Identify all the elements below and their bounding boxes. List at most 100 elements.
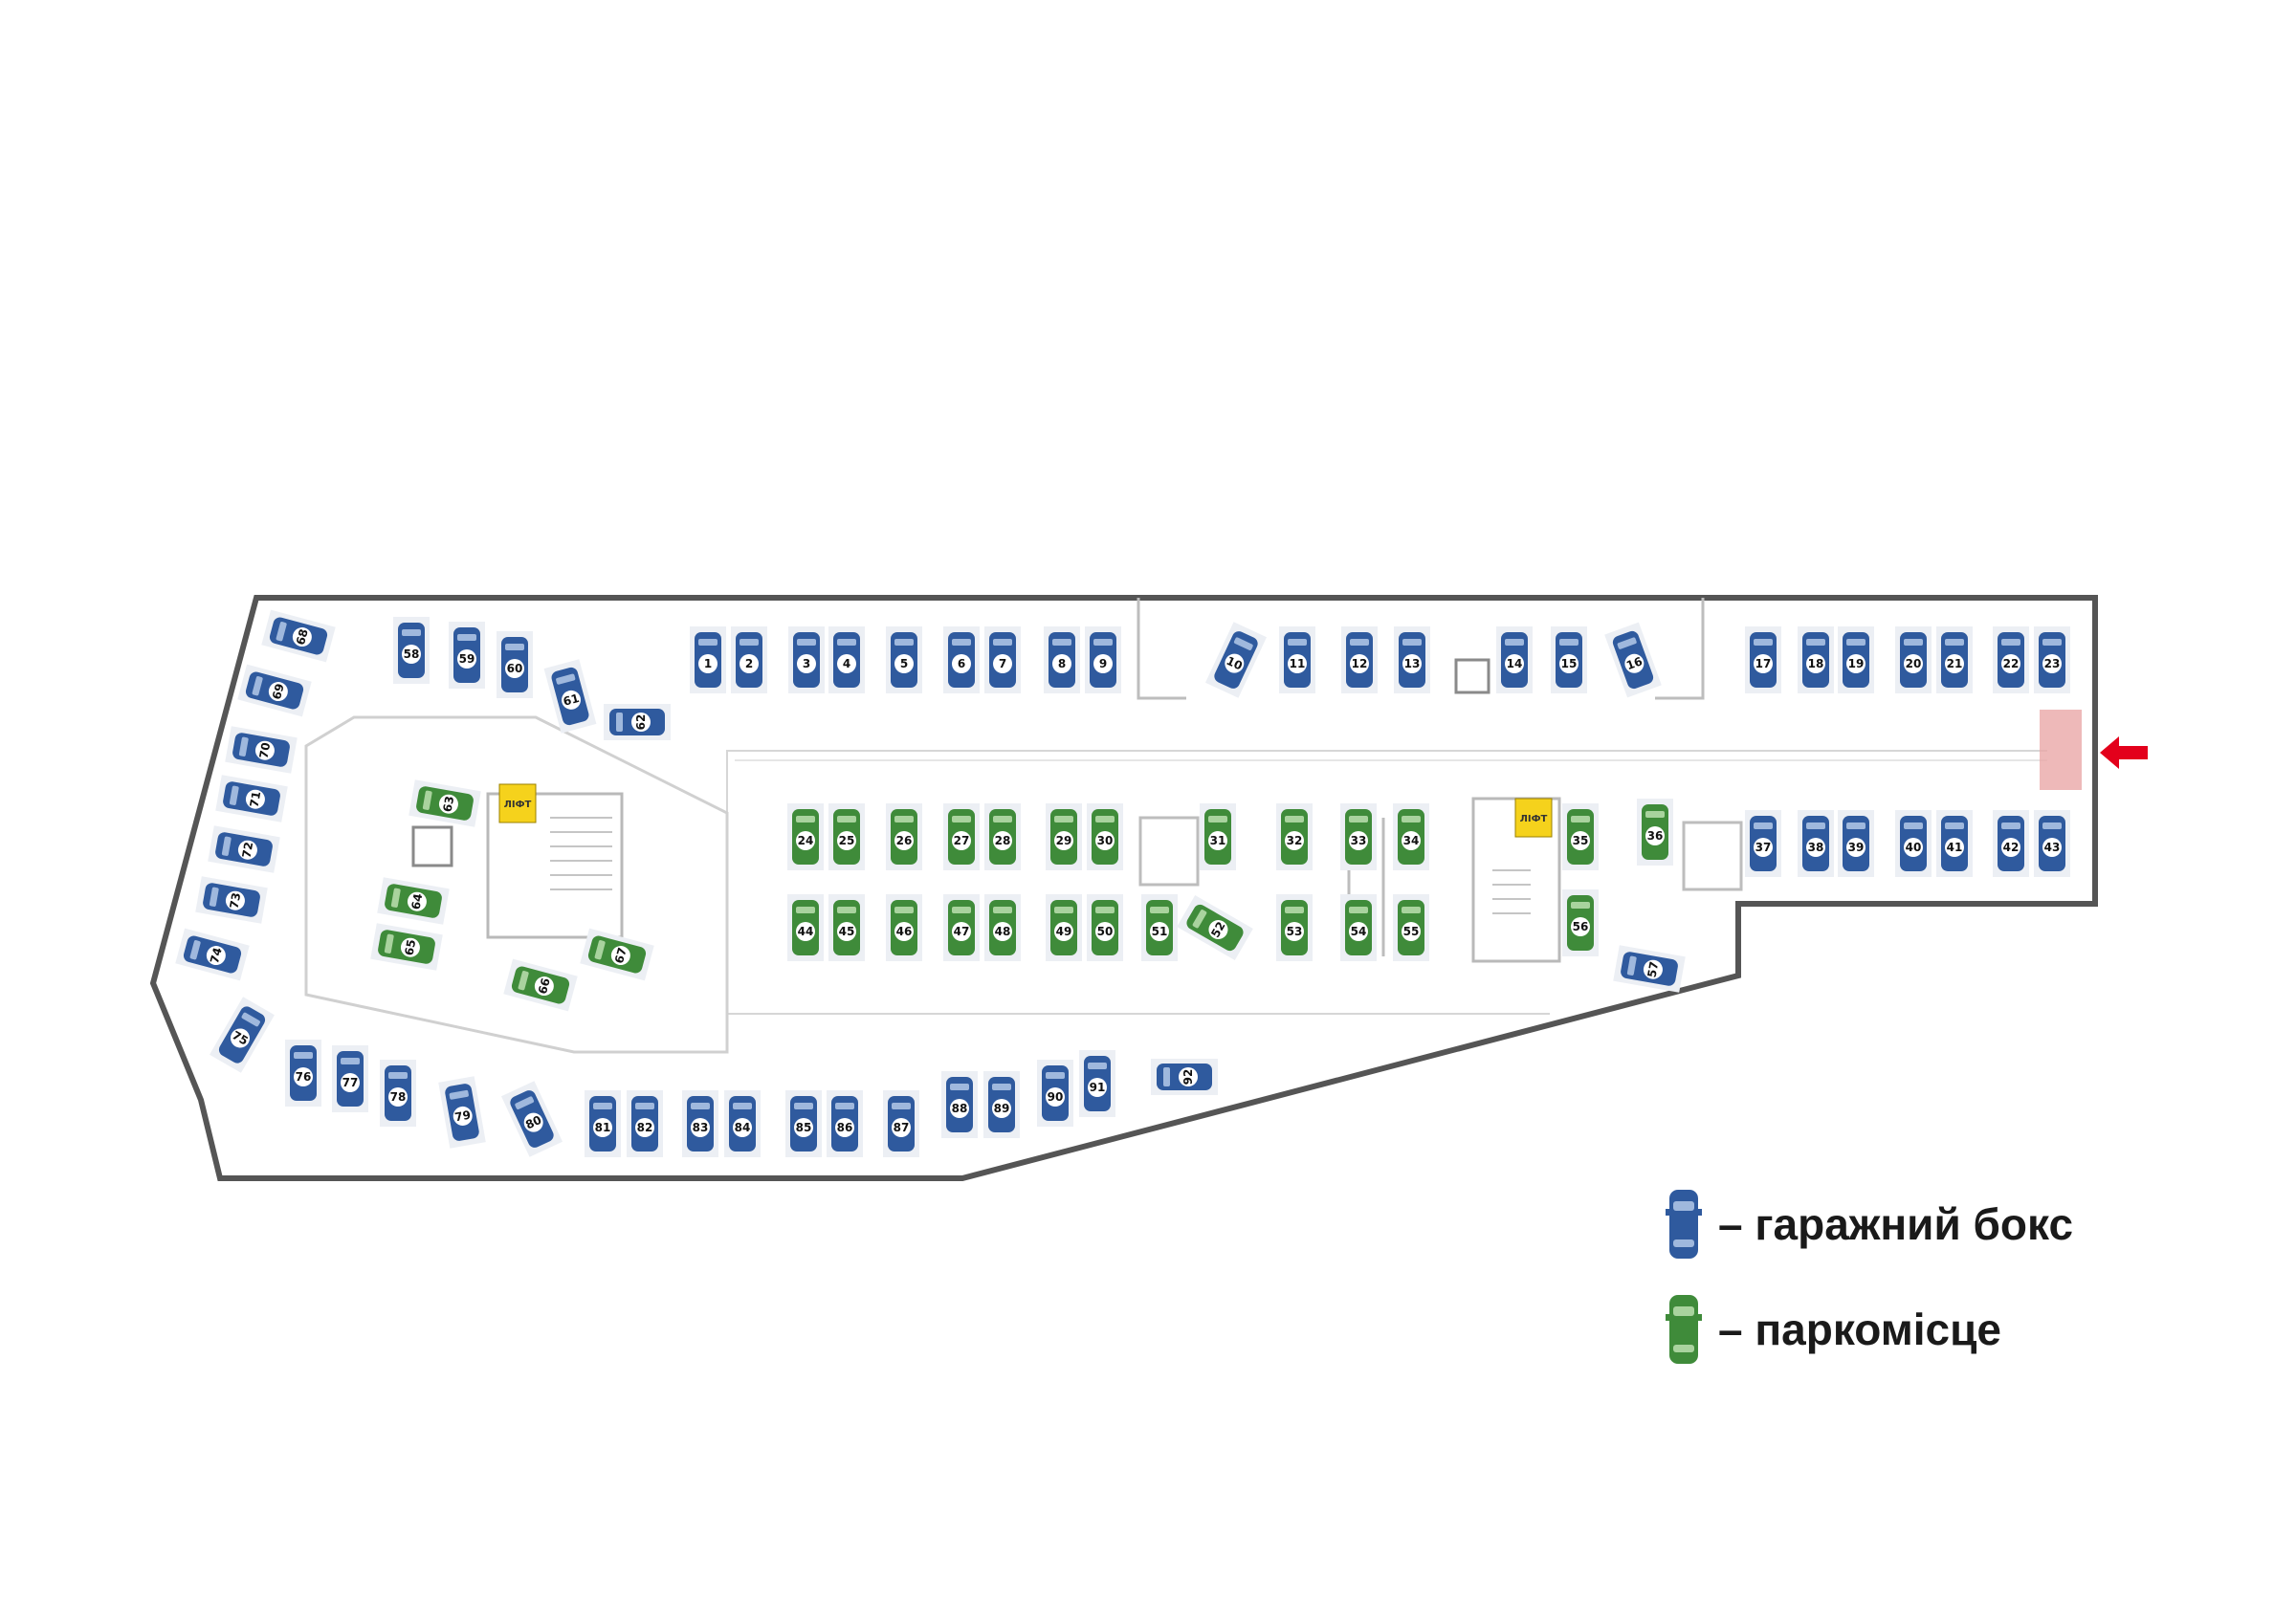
windshield bbox=[209, 887, 219, 907]
spot-number-badge bbox=[1052, 654, 1071, 673]
spot-number: 63 bbox=[441, 795, 457, 813]
windshield bbox=[341, 1058, 360, 1064]
spot-number-badge bbox=[438, 794, 458, 814]
spot-number: 34 bbox=[1403, 834, 1420, 847]
windshield bbox=[894, 639, 914, 646]
spot-number: 19 bbox=[1848, 657, 1865, 670]
spot-number-badge bbox=[1846, 838, 1866, 857]
spot-number-badge bbox=[796, 922, 815, 941]
spot-number-badge bbox=[1754, 654, 1773, 673]
windshield bbox=[1402, 639, 1422, 646]
windshield bbox=[1046, 1072, 1065, 1079]
spot-number: 92 bbox=[1181, 1069, 1195, 1086]
spot-number: 88 bbox=[952, 1102, 968, 1115]
windshield bbox=[837, 907, 856, 913]
car-icon-blue bbox=[1666, 1190, 1702, 1259]
spot-number-badge bbox=[225, 890, 245, 910]
spot-number-badge bbox=[1402, 831, 1421, 850]
parking-spot-55: 55 bbox=[1393, 894, 1429, 961]
spot-number-badge bbox=[593, 1118, 612, 1137]
parking-spot-47: 47 bbox=[943, 894, 980, 961]
spot-number-badge bbox=[1624, 653, 1645, 673]
parking-spot-43: 43 bbox=[2034, 810, 2070, 877]
stairs-right bbox=[1492, 869, 1531, 914]
windshield bbox=[1402, 907, 1421, 913]
spot-number: 24 bbox=[798, 834, 814, 847]
spot-number-badge bbox=[2042, 838, 2062, 857]
parking-spot-13: 13 bbox=[1394, 626, 1430, 693]
parking-spot-67: 67 bbox=[580, 928, 654, 981]
spot-number-badge bbox=[733, 1118, 752, 1137]
spot-number: 51 bbox=[1152, 925, 1168, 938]
parking-spot-60: 60 bbox=[497, 631, 533, 698]
spot-number: 80 bbox=[523, 1113, 543, 1132]
parking-spot-41: 41 bbox=[1936, 810, 1973, 877]
parking-spot-19: 19 bbox=[1838, 626, 1874, 693]
windshield bbox=[952, 639, 971, 646]
spot-number-badge bbox=[206, 946, 226, 966]
spot-number: 10 bbox=[1225, 654, 1245, 673]
parking-spot-71: 71 bbox=[215, 775, 288, 822]
spot-number-badge bbox=[1285, 922, 1304, 941]
spot-number: 6 bbox=[958, 657, 965, 670]
spot-number: 2 bbox=[745, 657, 753, 670]
spot-number: 55 bbox=[1403, 925, 1420, 938]
spot-number-badge bbox=[894, 831, 914, 850]
windshield bbox=[1846, 639, 1866, 646]
spot-number: 11 bbox=[1290, 657, 1306, 670]
spot-number: 64 bbox=[409, 892, 426, 910]
parking-spot-9: 9 bbox=[1085, 626, 1121, 693]
spot-number-badge bbox=[1645, 826, 1665, 845]
core-left-outline bbox=[304, 715, 729, 1054]
windshield bbox=[796, 816, 815, 822]
spot-number-badge bbox=[268, 682, 288, 702]
parking-spot-84: 84 bbox=[724, 1090, 761, 1157]
windshield bbox=[402, 629, 421, 636]
spot-number: 27 bbox=[954, 834, 970, 847]
spot-number-badge bbox=[523, 1112, 543, 1132]
spot-number-badge bbox=[794, 1118, 813, 1137]
parking-spot-49: 49 bbox=[1046, 894, 1082, 961]
windshield bbox=[1150, 907, 1169, 913]
windshield bbox=[691, 1103, 710, 1109]
windshield bbox=[950, 1084, 969, 1090]
parking-spot-46: 46 bbox=[886, 894, 922, 961]
parking-spot-25: 25 bbox=[828, 803, 865, 870]
parking-spot-78: 78 bbox=[380, 1060, 416, 1127]
spot-number: 70 bbox=[257, 741, 274, 759]
windshield bbox=[952, 816, 971, 822]
spot-number-badge bbox=[1806, 838, 1825, 857]
building-outline bbox=[149, 595, 2098, 1181]
spot-number: 5 bbox=[900, 657, 908, 670]
spot-number-badge bbox=[740, 654, 759, 673]
parking-spot-90: 90 bbox=[1037, 1060, 1073, 1127]
windshield bbox=[1904, 639, 1923, 646]
spot-number: 58 bbox=[404, 647, 420, 661]
windshield bbox=[276, 622, 287, 642]
spot-number: 8 bbox=[1058, 657, 1066, 670]
elevator-left-label: ЛІФТ bbox=[504, 800, 532, 810]
parking-spot-57: 57 bbox=[1613, 945, 1686, 993]
spot-number-badge bbox=[1179, 1067, 1198, 1086]
spot-number: 42 bbox=[2003, 841, 2020, 854]
car-icon-green bbox=[1666, 1295, 1702, 1364]
parking-spot-91: 91 bbox=[1079, 1050, 1115, 1117]
parking-spot-85: 85 bbox=[785, 1090, 822, 1157]
stair-core-left bbox=[486, 792, 624, 939]
windshield bbox=[505, 644, 524, 650]
parking-spot-1: 1 bbox=[690, 626, 726, 693]
parking-spot-86: 86 bbox=[827, 1090, 863, 1157]
spot-number: 32 bbox=[1287, 834, 1303, 847]
parking-spot-69: 69 bbox=[237, 664, 312, 717]
spot-number-badge bbox=[952, 831, 971, 850]
spot-number-badge bbox=[1846, 654, 1866, 673]
spot-number-badge bbox=[1571, 831, 1590, 850]
spot-number-badge bbox=[1643, 959, 1663, 979]
spot-number: 72 bbox=[240, 841, 256, 859]
spot-number-badge bbox=[1806, 654, 1825, 673]
parking-spot-28: 28 bbox=[984, 803, 1021, 870]
spot-number-badge bbox=[1350, 654, 1369, 673]
spot-number: 76 bbox=[296, 1070, 312, 1084]
spot-number-badge bbox=[1945, 654, 1964, 673]
